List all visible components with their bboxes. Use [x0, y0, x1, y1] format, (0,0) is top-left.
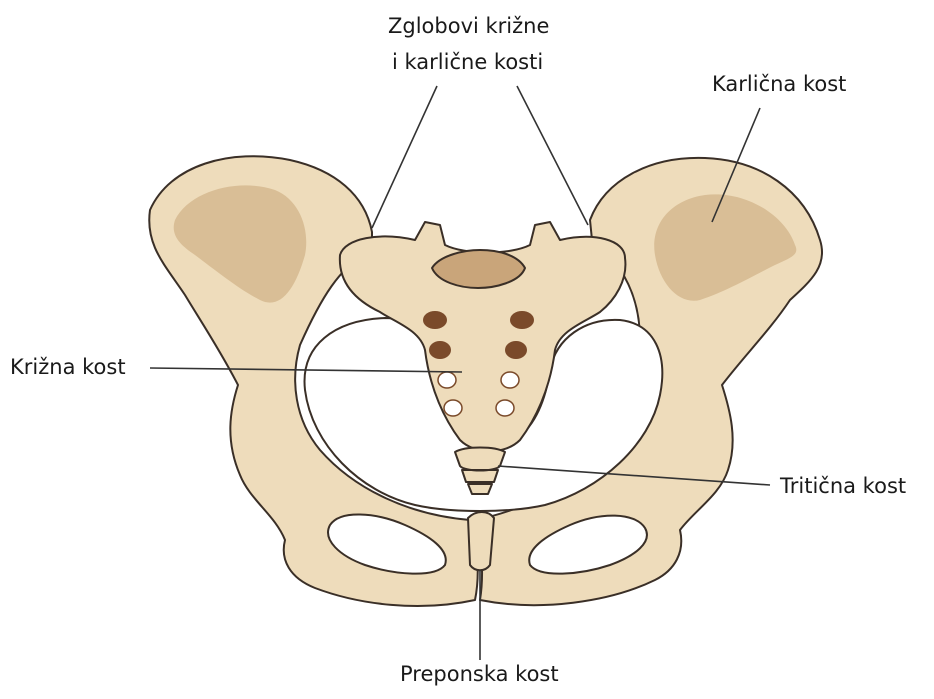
label-hip-bone: Karlična kost [712, 70, 846, 98]
pubic-symphysis [468, 512, 494, 570]
label-si-joints-line2: i karlične kosti [392, 48, 543, 76]
label-pubic-bone: Preponska kost [400, 660, 559, 688]
leader-si-right [517, 86, 588, 225]
leader-si-left [372, 86, 437, 228]
label-sacrum: Križna kost [10, 353, 126, 381]
label-si-joints-line1: Zglobovi križne [388, 12, 549, 40]
label-coccyx: Tritična kost [780, 472, 906, 500]
